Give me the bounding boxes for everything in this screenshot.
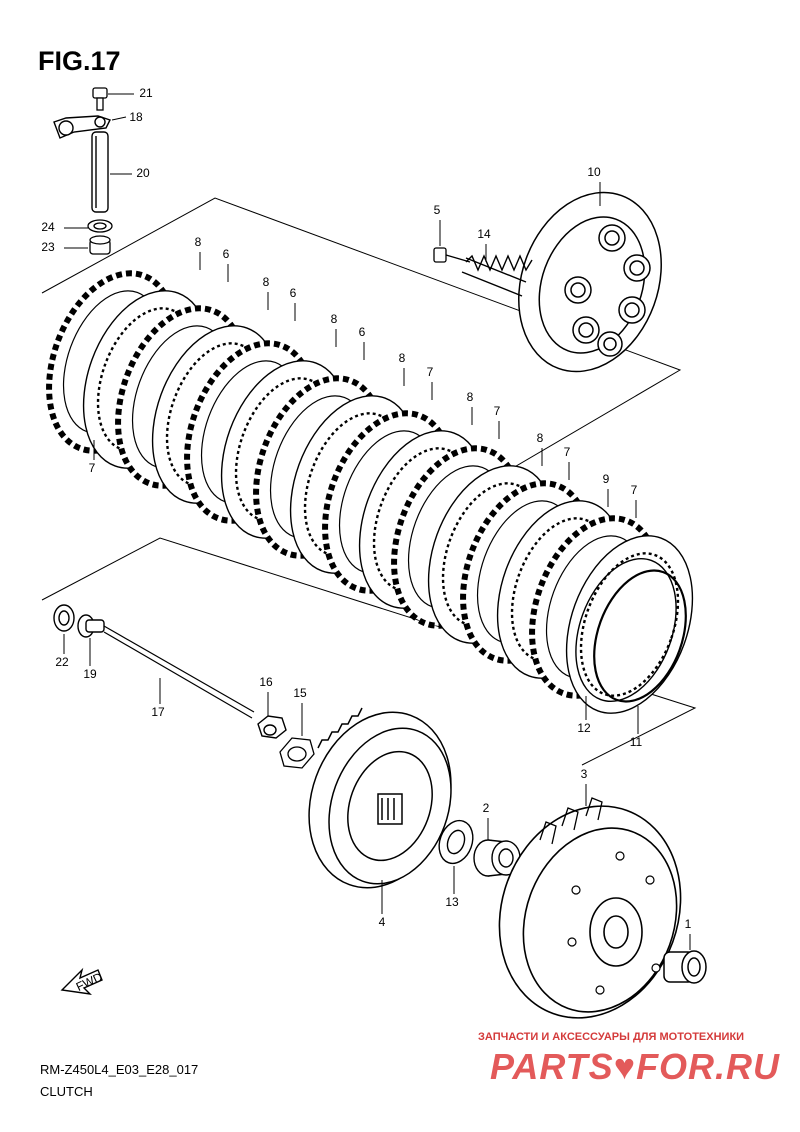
callout-number-5: 5 (434, 203, 441, 217)
callout-number-7b: 7 (494, 404, 501, 418)
figure-title: FIG.17 (38, 46, 121, 76)
nut-part-16 (257, 715, 287, 739)
callout-number-8f: 8 (537, 431, 544, 445)
figure-code: RM-Z450L4_E03_E28_017 (40, 1062, 199, 1077)
fwd-arrow-icon: FWD (60, 967, 105, 995)
thrust-washer-part-13 (438, 819, 474, 865)
callout-number-6c: 6 (359, 325, 366, 339)
spacer-part-1 (663, 950, 707, 984)
callout-number-7d: 7 (631, 483, 638, 497)
drive-plate (565, 535, 694, 714)
callout-number-8b: 8 (263, 275, 270, 289)
bearing-part-23 (89, 235, 111, 255)
callout-number-8e: 8 (467, 390, 474, 404)
callout-number-7c: 7 (564, 445, 571, 459)
callout-number-9: 9 (603, 472, 610, 486)
judder-spring-part-11 (593, 569, 687, 703)
plate-stack-box-outline (41, 197, 682, 473)
callout-layer: 2118202423105148686868787879771211221917… (41, 86, 692, 950)
callout-number-2: 2 (483, 801, 490, 815)
callout-number-16: 16 (259, 675, 273, 689)
callout-leader-18 (111, 116, 127, 121)
bolt-part-5 (433, 247, 471, 263)
callout-number-14: 14 (477, 227, 491, 241)
callout-number-18: 18 (129, 110, 143, 124)
lock-washer-part-15 (279, 737, 315, 769)
callout-number-17: 17 (151, 705, 165, 719)
clutch-spring-part-14 (461, 254, 533, 297)
push-piece-part-19 (77, 614, 105, 638)
callout-number-6a: 6 (223, 247, 230, 261)
callout-number-6b: 6 (290, 286, 297, 300)
clutch-sleeve-hub-part-4 (308, 707, 452, 889)
callout-number-11: 11 (630, 735, 643, 749)
push-rod-part-17 (103, 625, 255, 719)
callout-number-7e: 7 (89, 461, 96, 475)
release-shaft-part-20 (91, 131, 109, 213)
callout-number-19: 19 (83, 667, 97, 681)
callout-number-15: 15 (293, 686, 307, 700)
needle-bearing-part-2 (473, 839, 521, 877)
callout-number-8a: 8 (195, 235, 202, 249)
wire-ring-part-12 (575, 558, 677, 702)
oil-seal-part-22 (53, 604, 75, 632)
callout-number-13: 13 (445, 895, 459, 909)
figure-caption: CLUTCH (40, 1084, 93, 1099)
callout-number-23: 23 (41, 240, 55, 254)
bolt-part-21 (92, 87, 108, 111)
callout-number-10: 10 (587, 165, 601, 179)
callout-number-20: 20 (136, 166, 150, 180)
release-arm-part-18 (53, 115, 111, 139)
callout-number-7a: 7 (427, 365, 434, 379)
callout-number-8d: 8 (399, 351, 406, 365)
callout-number-24: 24 (41, 220, 55, 234)
callout-number-4: 4 (379, 915, 386, 929)
callout-number-1: 1 (685, 917, 692, 931)
watermark-brand: PARTS♥FOR.RU (490, 1046, 781, 1087)
watermark-tagline: ЗАПЧАСТИ И АКСЕССУАРЫ ДЛЯ МОТОТЕХНИКИ (478, 1031, 745, 1043)
callout-number-12: 12 (577, 721, 591, 735)
callout-number-22: 22 (55, 655, 69, 669)
callout-number-8c: 8 (331, 312, 338, 326)
callout-number-21: 21 (139, 86, 153, 100)
pressure-plate-part-10 (518, 191, 662, 373)
plate-stack (46, 270, 694, 714)
oil-seal-part-24 (87, 219, 113, 233)
clutch-housing-part-3 (498, 797, 682, 1019)
callout-number-3: 3 (581, 767, 588, 781)
